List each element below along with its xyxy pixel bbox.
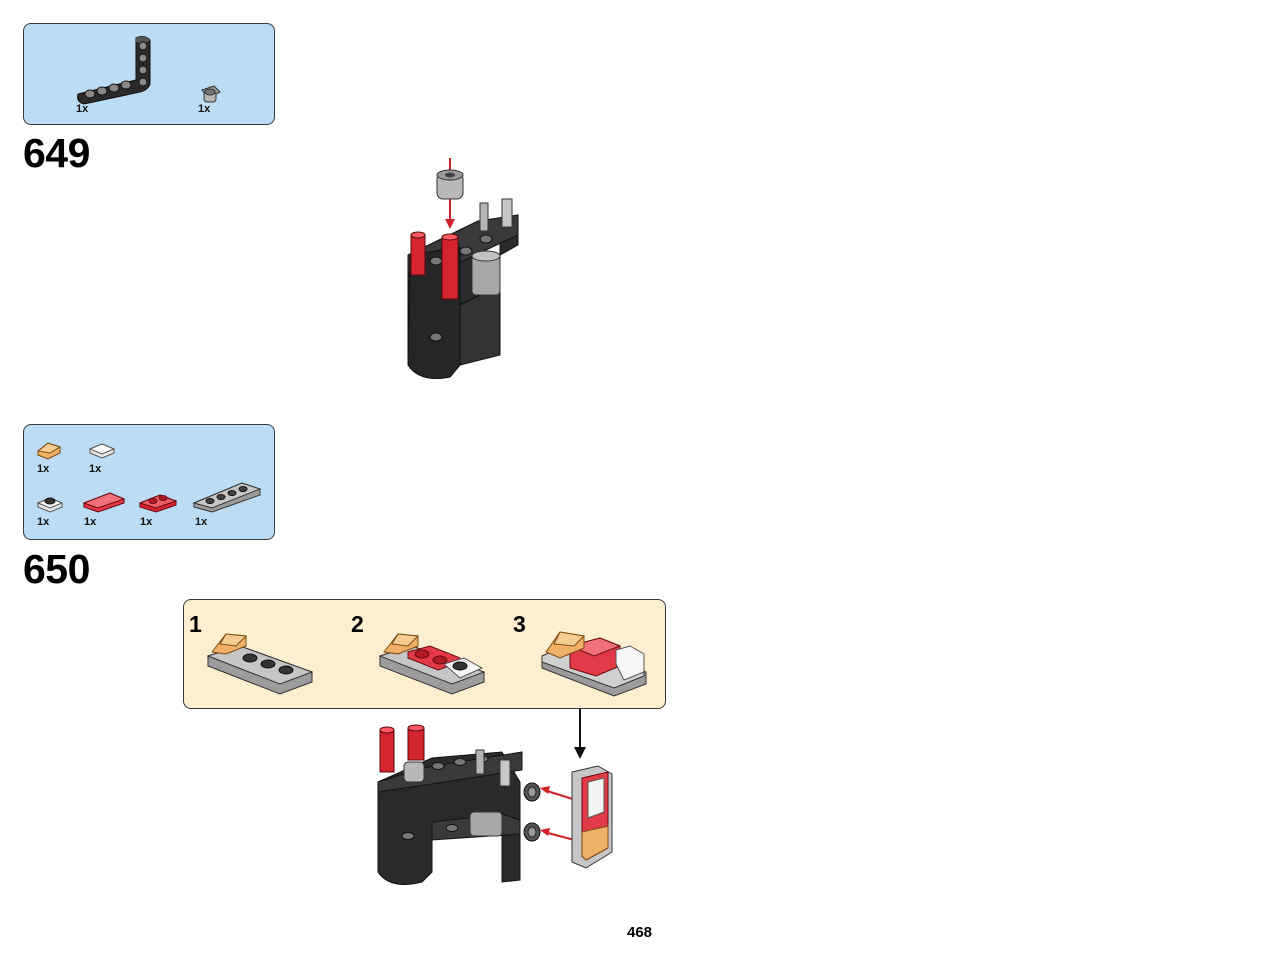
substep-number: 1: [189, 611, 202, 637]
part-qty: 1x: [198, 103, 211, 115]
white-tile-icon: [88, 443, 116, 459]
part-qty: 1x: [140, 516, 153, 528]
gray-bush-icon: [201, 85, 221, 103]
trans-red-tile-icon: [82, 492, 126, 513]
part-qty: 1x: [84, 516, 97, 528]
substep-3-illustration: [541, 631, 647, 697]
part-qty: 1x: [37, 516, 50, 528]
part-qty: 1x: [37, 463, 50, 475]
trans-red-plate-icon: [138, 494, 178, 513]
sub-assembly-panel: 1 2 3: [183, 599, 666, 709]
white-jumper-plate-icon: [36, 497, 64, 513]
black-l-beam-icon: [77, 35, 151, 105]
sub-assembly-arrow: [574, 709, 586, 759]
gray-plate-1x4-icon: [192, 482, 262, 513]
substep-2-illustration: [378, 633, 486, 695]
part-qty: 1x: [195, 516, 208, 528]
substep-1-illustration: [206, 633, 314, 695]
step-number: 649: [23, 130, 90, 176]
parts-list-step-649: 1x 1x: [23, 23, 275, 125]
trans-orange-slope-icon: [36, 442, 62, 460]
substep-number: 2: [351, 611, 364, 637]
parts-list-step-650: 1x 1x 1x 1x 1x 1x: [23, 424, 275, 540]
page-number: 468: [627, 924, 653, 941]
part-qty: 1x: [76, 103, 89, 115]
substep-number: 3: [513, 611, 526, 637]
step-650-assembly-illustration: [377, 724, 613, 885]
step-number: 650: [23, 546, 90, 592]
part-qty: 1x: [89, 463, 102, 475]
step-649-assembly-illustration: [407, 158, 519, 379]
